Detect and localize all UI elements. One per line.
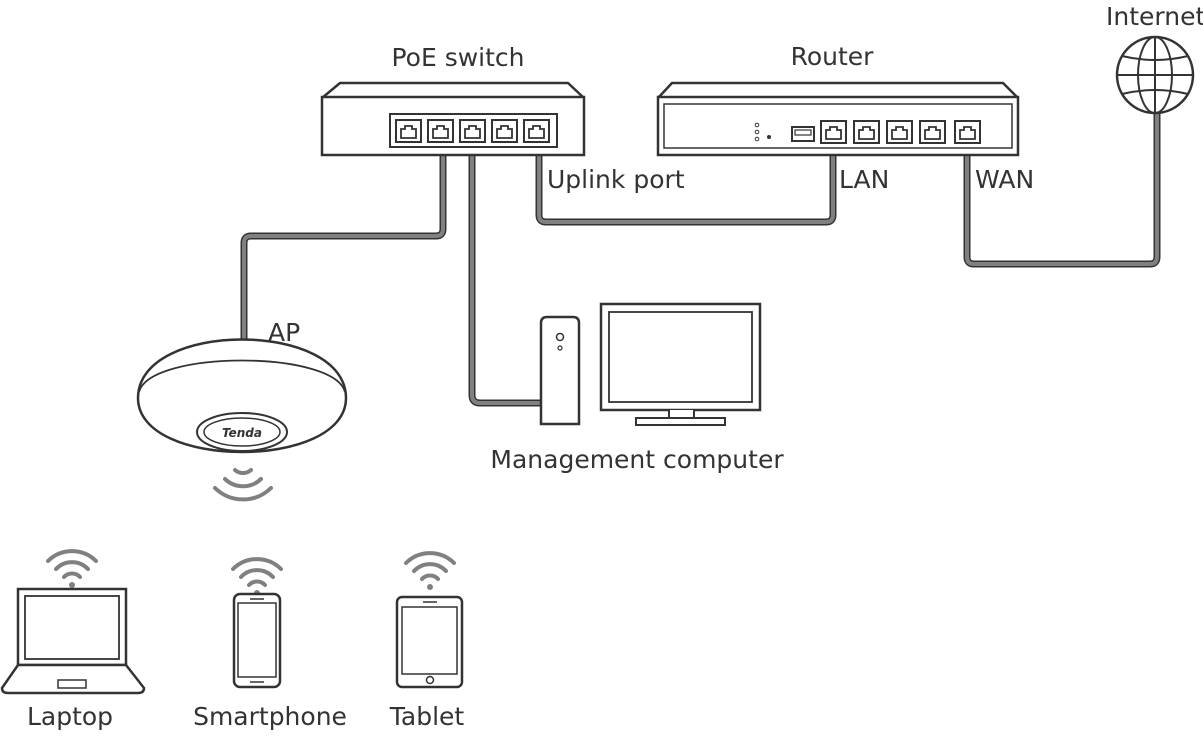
ap-wifi-signal-icon (213, 468, 273, 502)
laptop-label: Laptop (26, 702, 114, 731)
tablet-icon (395, 551, 464, 689)
tablet-label: Tablet (389, 702, 465, 731)
router-label: Router (790, 42, 874, 71)
access-point-icon: Tenda (136, 338, 348, 454)
laptop-icon (0, 549, 146, 695)
poe-switch-icon (320, 81, 586, 157)
internet-globe-icon (1115, 35, 1195, 115)
ap-logo: Tenda (222, 426, 262, 440)
internet-label: Internet (1106, 2, 1203, 31)
cables (240, 112, 1161, 407)
ap-label: AP (268, 318, 301, 347)
smartphone-icon (231, 557, 283, 689)
uplink-port-label: Uplink port (547, 165, 685, 194)
management-computer-label: Management computer (490, 445, 784, 474)
cable-switch-to-computer (468, 140, 541, 407)
smartphone-label: Smartphone (193, 702, 347, 731)
poe-switch-label: PoE switch (391, 43, 525, 72)
wan-label: WAN (975, 165, 1035, 194)
lan-label: LAN (839, 165, 890, 194)
router-icon (656, 81, 1020, 157)
management-computer-icon (539, 302, 762, 426)
